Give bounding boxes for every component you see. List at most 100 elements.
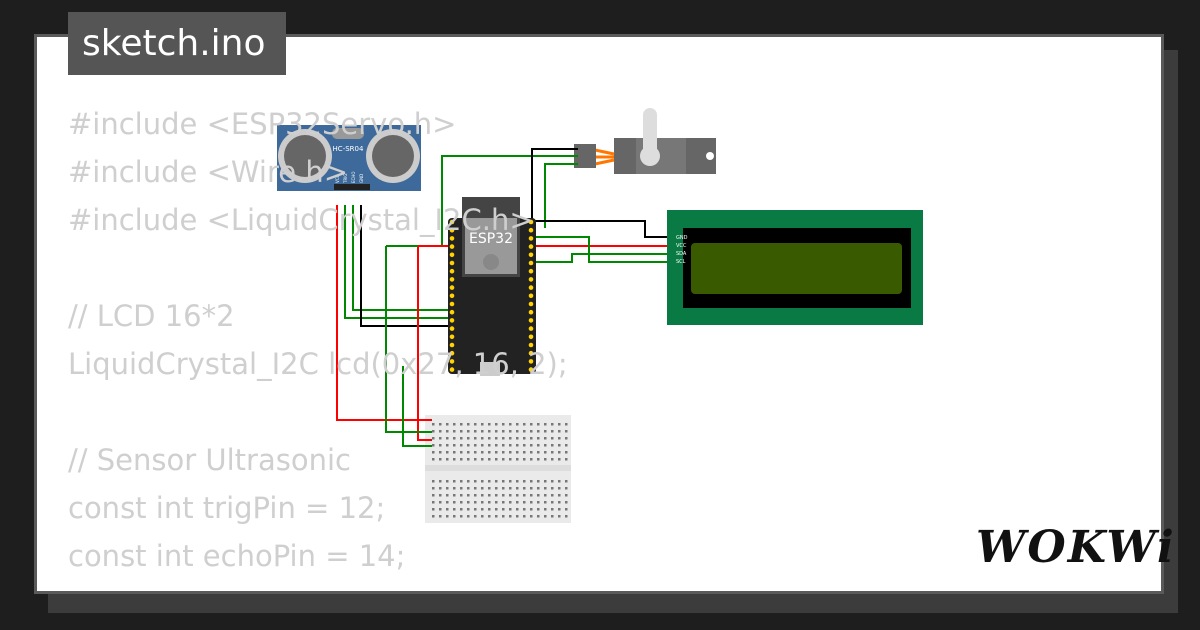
code-line: const int trigPin = 12; <box>68 491 386 525</box>
breadboard-hole <box>523 423 526 426</box>
breadboard-hole <box>516 487 519 490</box>
breadboard-hole <box>509 423 512 426</box>
breadboard-hole <box>509 437 512 440</box>
breadboard-hole <box>495 423 498 426</box>
esp32-pin <box>528 277 534 282</box>
breadboard-hole <box>565 451 568 454</box>
file-tab-title: sketch.ino <box>68 12 286 75</box>
breadboard-hole <box>565 423 568 426</box>
breadboard-hole <box>460 508 463 511</box>
breadboard-hole <box>502 451 505 454</box>
breadboard-hole <box>530 430 533 433</box>
breadboard-hole <box>474 501 477 504</box>
breadboard-hole <box>495 430 498 433</box>
breadboard-hole <box>544 501 547 504</box>
breadboard-hole <box>453 423 456 426</box>
breadboard-hole <box>537 444 540 447</box>
breadboard-hole <box>446 458 449 461</box>
servo-motor[interactable] <box>574 108 716 174</box>
breadboard-hole <box>551 458 554 461</box>
breadboard-hole <box>544 437 547 440</box>
esp32-pin <box>449 342 455 348</box>
ultrasonic-sensor[interactable]: HC-SR04 VCC TRIG ECHO GND <box>277 125 421 191</box>
esp32-pin <box>449 309 455 315</box>
esp32-pin <box>528 318 534 323</box>
code-line: // Sensor Ultrasonic <box>68 443 351 477</box>
breadboard-hole <box>481 437 484 440</box>
breadboard-hole <box>467 451 470 454</box>
breadboard-hole <box>439 430 442 433</box>
breadboard-hole <box>446 480 449 483</box>
esp32-pin <box>528 334 534 340</box>
breadboard-hole <box>481 480 484 483</box>
pin-label: GND <box>359 174 364 183</box>
breadboard-hole <box>481 444 484 447</box>
breadboard-hole <box>558 508 561 511</box>
preview-card <box>34 34 1164 594</box>
breadboard-hole <box>551 480 554 483</box>
pin-label: ECHO <box>351 172 356 183</box>
breadboard-hole <box>544 515 547 518</box>
breadboard-hole <box>488 451 491 454</box>
esp32-board[interactable]: ESP32 <box>448 197 536 376</box>
breadboard-hole <box>467 494 470 497</box>
breadboard-hole <box>558 451 561 454</box>
breadboard-hole <box>516 423 519 426</box>
lcd-pin-label: VCC <box>676 243 687 249</box>
breadboard-hole <box>467 508 470 511</box>
breadboard-hole <box>460 494 463 497</box>
breadboard-hole <box>439 458 442 461</box>
esp32-pin <box>528 227 534 233</box>
esp32-pin <box>528 309 534 315</box>
breadboard-hole <box>432 508 435 511</box>
breadboard-hole <box>467 480 470 483</box>
esp32-pin <box>528 301 534 307</box>
breadboard-hole <box>537 480 540 483</box>
breadboard-hole <box>565 508 568 511</box>
breadboard-hole <box>551 515 554 518</box>
breadboard-hole <box>523 480 526 483</box>
breadboard-hole <box>453 494 456 497</box>
esp32-pin <box>528 236 534 241</box>
breadboard-hole <box>516 508 519 511</box>
breadboard-hole <box>502 480 505 483</box>
breadboard-hole <box>537 451 540 454</box>
breadboard-hole <box>481 494 484 497</box>
breadboard-hole <box>453 515 456 518</box>
breadboard-hole <box>516 451 519 454</box>
breadboard[interactable] <box>425 415 571 523</box>
breadboard-hole <box>460 430 463 433</box>
breadboard-hole <box>488 508 491 511</box>
esp32-pin <box>449 301 455 307</box>
breadboard-hole <box>551 508 554 511</box>
breadboard-hole <box>551 423 554 426</box>
esp32-pin <box>449 326 455 331</box>
breadboard-hole <box>460 437 463 440</box>
esp32-pin <box>449 334 455 340</box>
breadboard-hole <box>530 480 533 483</box>
pin-label: TRIG <box>343 173 348 184</box>
esp32-pin <box>528 342 534 348</box>
pin-label: VCC <box>335 174 340 183</box>
breadboard-hole <box>502 423 505 426</box>
esp32-pin <box>449 236 455 241</box>
breadboard-hole <box>516 494 519 497</box>
breadboard-hole <box>481 451 484 454</box>
esp32-pin <box>449 318 455 323</box>
breadboard-hole <box>439 423 442 426</box>
esp32-pin <box>449 293 455 299</box>
breadboard-hole <box>460 487 463 490</box>
breadboard-hole <box>453 451 456 454</box>
breadboard-hole <box>460 444 463 447</box>
breadboard-hole <box>439 515 442 518</box>
breadboard-hole <box>565 458 568 461</box>
breadboard-hole <box>530 515 533 518</box>
esp32-pin <box>528 268 534 274</box>
lcd-pin-label: SDA <box>676 251 687 257</box>
breadboard-hole <box>467 444 470 447</box>
breadboard-hole <box>474 515 477 518</box>
breadboard-hole <box>537 437 540 440</box>
breadboard-hole <box>495 494 498 497</box>
lcd-display[interactable]: GND VCC SDA SCL <box>667 210 923 325</box>
breadboard-hole <box>495 444 498 447</box>
